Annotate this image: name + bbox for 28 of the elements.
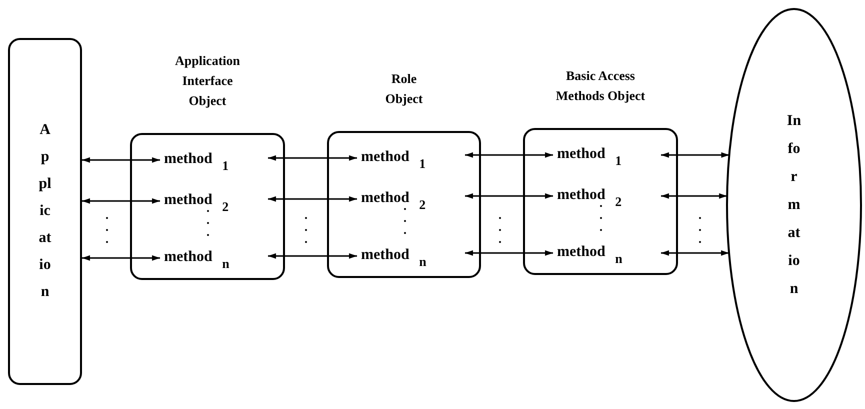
method-label: method $_{1}$ <box>160 149 268 171</box>
double-arrow <box>661 250 730 256</box>
method-label: method $_{n}$ <box>160 247 268 269</box>
information-ellipse <box>726 8 862 402</box>
double-arrow <box>82 157 160 163</box>
object-heading: Application Interface Object <box>174 52 241 110</box>
method-label: method $_{2}$ <box>357 188 465 210</box>
application-box <box>8 38 82 385</box>
object-heading: Basic Access Methods Object <box>554 67 646 105</box>
double-arrow <box>268 155 357 161</box>
vertical-label: Information <box>786 112 802 299</box>
double-arrow <box>465 193 553 199</box>
double-arrow <box>661 193 728 199</box>
double-arrow <box>268 196 357 202</box>
double-arrow <box>268 253 357 259</box>
method-label: method $_{n}$ <box>553 242 661 264</box>
double-arrow <box>82 255 160 261</box>
method-label: method $_{1}$ <box>357 147 465 169</box>
double-arrow <box>661 152 730 158</box>
method-label: method $_{1}$ <box>553 144 661 166</box>
method-label: method $_{2}$ <box>553 185 661 207</box>
double-arrow <box>465 152 553 158</box>
object-heading: Role Object <box>384 70 424 108</box>
double-arrow <box>465 250 553 256</box>
double-arrow <box>82 198 160 204</box>
method-label: method $_{n}$ <box>357 245 465 267</box>
vertical-label: Application <box>38 121 52 302</box>
method-label: method $_{2}$ <box>160 190 268 212</box>
